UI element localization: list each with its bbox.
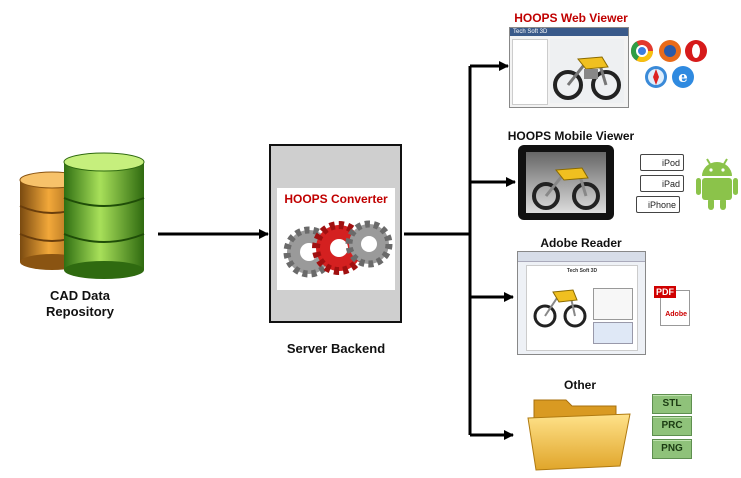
server-label: Server Backend [286,341,386,356]
made-for-ipad-badge: iPad [640,175,684,192]
format-badge-stl: STL [652,394,692,414]
android-icon [696,158,738,210]
web-viewer-tree-panel [512,39,548,105]
pdf-brand: Tech Soft 3D [566,268,598,274]
chrome-icon [631,40,653,62]
pdf-notes-box [593,322,633,344]
folder-icon [527,399,631,471]
firefox-icon [659,40,681,62]
repository-label: CAD Data Repository [10,288,150,320]
repository-label-line2: Repository [46,304,114,319]
made-for-iphone-badge: iPhone [636,196,680,213]
adobe-pdf-icon: Adobe PDF [654,286,692,326]
server-box: HOOPS Converter [269,144,402,323]
motorbike-icon [550,39,624,103]
pdf-info-table [593,288,633,320]
mobile-viewer-title: HOOPS Mobile Viewer [507,129,635,143]
pdf-document-screenshot: Tech Soft 3D [517,251,646,355]
pdf-motorbike-icon [533,289,587,328]
iphone-badge-text: iPhone [647,200,676,210]
converter-title: HOOPS Converter [284,192,388,206]
format-badge-png: PNG [652,439,692,459]
web-viewer-screenshot: Tech Soft 3D [509,27,629,108]
adobe-text: Adobe [665,311,687,318]
opera-icon [685,40,707,62]
repository-label-line1: CAD Data [50,288,110,303]
svg-text:e: e [678,68,688,86]
web-viewer-title: HOOPS Web Viewer [514,11,628,25]
ipod-badge-text: iPod [661,158,680,168]
pdf-toolbar [518,252,645,262]
database-icon [19,152,145,279]
adobe-reader-title: Adobe Reader [540,236,622,250]
made-for-ipod-badge: iPod [640,154,684,171]
tablet-device [518,145,614,220]
pdf-tag: PDF [654,286,676,298]
web-viewer-window-title: Tech Soft 3D [510,28,628,36]
gears-icon [283,220,393,278]
converter-panel: HOOPS Converter [277,188,395,290]
tablet-motorbike-icon [526,152,606,213]
browser-icons: e [631,40,707,88]
ipad-badge-text: iPad [661,179,680,189]
pdf-page: Tech Soft 3D [526,265,638,351]
format-badge-prc: PRC [652,416,692,436]
safari-icon [645,66,667,88]
internet-explorer-icon: e [672,66,694,88]
other-title: Other [563,378,596,392]
